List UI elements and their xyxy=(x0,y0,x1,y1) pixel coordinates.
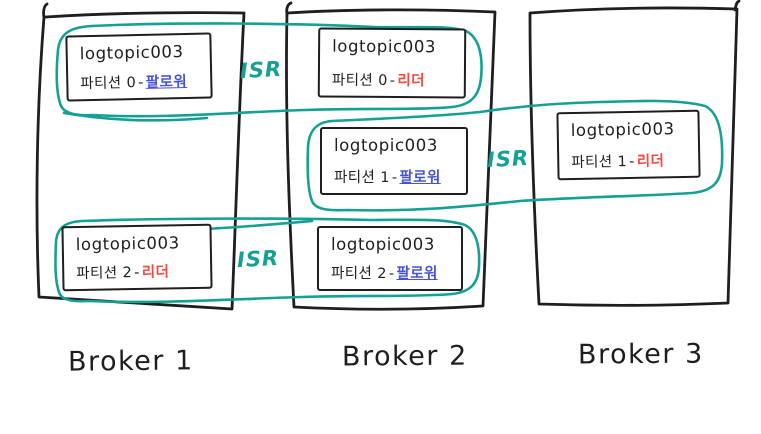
broker3-label: Broker 3 xyxy=(577,338,704,371)
partition-line: 파티션 2-팔로워 xyxy=(331,262,451,283)
isr-loop-partition2-extra-stroke xyxy=(203,219,314,231)
topic-name: logtopic003 xyxy=(332,36,437,57)
topic-name: logtopic003 xyxy=(334,136,438,155)
partition-line: 파티션 0-리더 xyxy=(332,69,454,91)
partition-label: 파티션 0 xyxy=(80,75,137,93)
isr-label-p1: ISR xyxy=(486,145,530,173)
isr-loop-partition0 xyxy=(55,22,483,118)
dash: - xyxy=(388,266,395,282)
partition-line: 파티션 2-리더 xyxy=(76,260,200,283)
isr-label-p2: ISR xyxy=(236,245,280,273)
partition-label: 파티션 0 xyxy=(331,72,388,89)
broker2-corner-tick xyxy=(285,1,293,16)
isr-loop-partition2 xyxy=(54,217,481,304)
isr-loop-partition0-tail xyxy=(62,111,209,122)
topic-name: logtopic003 xyxy=(331,235,435,254)
broker3-outline xyxy=(528,6,739,307)
partition-label: 파티션 1 xyxy=(334,170,390,186)
isr-loop-partition1 xyxy=(306,99,724,212)
broker2-label: Broker 2 xyxy=(341,340,468,373)
partition-box-broker3-p1: logtopic003 파티션 1-리더 xyxy=(556,109,701,181)
topic-name: logtopic003 xyxy=(75,233,180,255)
partition-line: 파티션 0-팔로워 xyxy=(80,70,200,94)
replica-role: 팔로워 xyxy=(145,73,188,91)
partition-label: 파티션 2 xyxy=(76,265,133,283)
replica-role: 팔로워 xyxy=(399,170,441,186)
partition-box-broker2-p0: logtopic003 파티션 0-리더 xyxy=(317,27,467,99)
replica-role: 리더 xyxy=(636,153,665,170)
partition-line: 파티션 1-리더 xyxy=(571,149,688,172)
broker2-outline xyxy=(285,8,497,311)
broker1-label: Broker 1 xyxy=(67,345,194,378)
dash: - xyxy=(389,72,396,90)
replica-role: 리더 xyxy=(397,73,425,90)
partition-box-broker2-p1: logtopic003 파티션 1-팔로워 xyxy=(320,127,468,195)
dash: - xyxy=(138,74,145,92)
partition-label: 파티션 1 xyxy=(571,154,628,171)
topic-name: logtopic003 xyxy=(79,42,184,64)
isr-label-p0: ISR xyxy=(239,56,283,84)
partition-label: 파티션 2 xyxy=(331,266,387,282)
broker1-outline xyxy=(35,11,246,311)
partition-box-broker1-p0: logtopic003 파티션 0-팔로워 xyxy=(65,32,213,102)
dash: - xyxy=(629,153,635,170)
dash: - xyxy=(133,264,140,282)
topic-name: logtopic003 xyxy=(570,119,675,141)
replica-role: 팔로워 xyxy=(396,266,438,282)
broker1-corner-tick xyxy=(42,2,49,20)
broker3-corner-tick xyxy=(733,0,741,12)
partition-box-broker2-p2: logtopic003 파티션 2-팔로워 xyxy=(317,226,463,291)
replica-role: 리더 xyxy=(141,264,170,281)
partition-box-broker1-p2: logtopic003 파티션 2-리더 xyxy=(61,223,213,292)
dash: - xyxy=(391,170,398,186)
partition-line: 파티션 1-팔로워 xyxy=(334,166,456,187)
